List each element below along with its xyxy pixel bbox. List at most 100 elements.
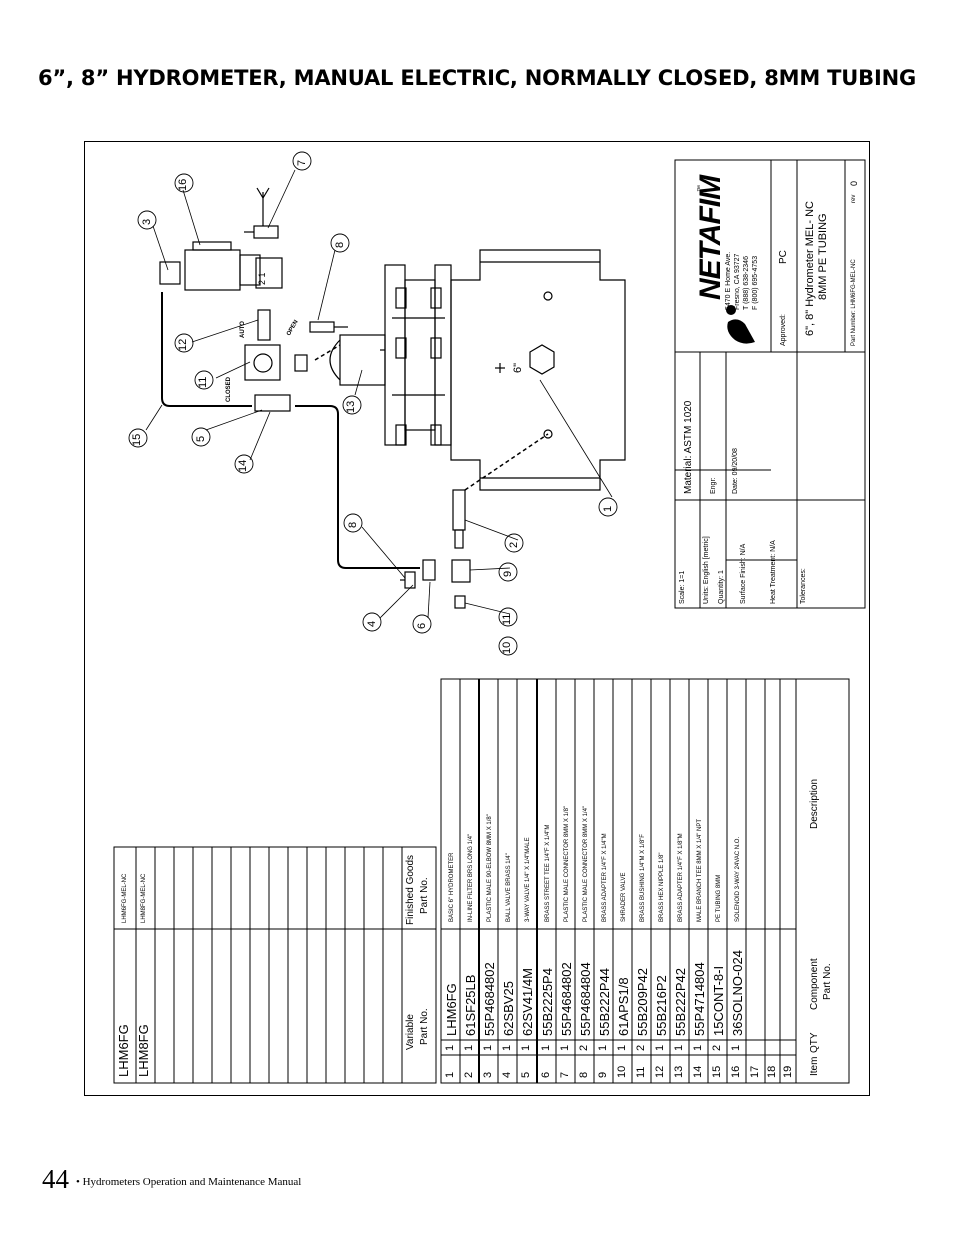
bom-table: [440, 678, 850, 1084]
approved-label: Approved:: [780, 314, 787, 346]
hydrometer-body: [329, 249, 626, 491]
bom-qty: 1: [520, 1044, 532, 1051]
closed-label: CLOSED: [226, 376, 232, 402]
bom-part-number: 55B2225P4: [540, 968, 555, 1036]
callout-5: 5: [195, 435, 207, 442]
finished-header-2: Part No.: [419, 877, 430, 914]
bom-part-number: 62SV41/4M: [520, 968, 535, 1036]
callout-11a: 11: [197, 376, 209, 388]
size-label: 6": [512, 362, 524, 373]
bom-item-number: 6: [540, 1071, 552, 1078]
callout-7: 7: [296, 159, 308, 166]
bom-qty: 2: [711, 1044, 723, 1051]
bom-qty: 1: [692, 1044, 704, 1051]
bom-qty: 1: [540, 1044, 552, 1051]
bom-qty: 1: [616, 1044, 628, 1051]
bom-description: MALE BRANCH TEE 8MM X 1/4" NPT: [697, 818, 703, 922]
pe-tubing: [161, 292, 420, 569]
bom-part-number: 61APS1/8: [616, 977, 631, 1036]
engr: Engr:: [710, 477, 717, 494]
bom-header-component-2: Part No.: [822, 963, 833, 1000]
bom-qty: 1: [597, 1044, 609, 1051]
bom-description: PLASTIC MALE 90-ELBOW 8MM X 1/8": [487, 814, 493, 922]
bom-qty: 2: [635, 1044, 647, 1051]
bom-qty: 1: [482, 1044, 494, 1051]
callout-3: 3: [141, 218, 153, 225]
bom-item-number: 16: [730, 1065, 742, 1078]
part-number-label: Part Number: LHM6FG-MEL-NC: [851, 259, 857, 346]
callout-15: 15: [131, 433, 143, 446]
callout-14: 14: [237, 459, 249, 472]
finished-header-1: Finished Goods: [405, 854, 416, 925]
bom-item-number: 14: [692, 1065, 704, 1078]
bom-qty: 2: [578, 1044, 590, 1051]
finished-row-1: LHM6FG-MEL-NC: [122, 873, 128, 923]
manual-name: • Hydrometers Operation and Maintenance …: [76, 1176, 302, 1188]
address-line-1: 5470 E Home Ave.: [725, 251, 732, 310]
variable-row-2: LHM8FG: [136, 1024, 151, 1077]
bom-part-number: 55B209P42: [635, 968, 650, 1036]
bom-item-number: 15: [711, 1065, 723, 1078]
netafim-brand: NETAFIM: [694, 175, 727, 300]
bom-part-number: 61SF25LB: [463, 974, 478, 1036]
bom-item-number: 4: [501, 1071, 513, 1078]
bom-item-number: 13: [673, 1065, 685, 1078]
bom-item-number: 9: [597, 1071, 609, 1078]
bom-item-number: 11: [635, 1066, 647, 1078]
callout-13: 13: [345, 400, 357, 413]
callout-1: 1: [602, 505, 614, 512]
variable-table: [113, 846, 437, 1084]
bom-part-number: 55B222P42: [673, 968, 688, 1036]
callout-4: 4: [366, 620, 378, 627]
address-line-4: F (800) 695-4753: [752, 255, 759, 310]
bom-description: PLASTIC MALE CONNECTOR 8MM X 1/4": [583, 805, 589, 922]
bom-description: BRASS ADAPTER 1/4"F X 1/8"M: [678, 833, 684, 922]
bom-item-number: 18: [766, 1065, 778, 1078]
page-number: 44: [42, 1164, 69, 1194]
page-title: 6”, 8” HYDROMETER, MANUAL ELECTRIC, NORM…: [38, 66, 916, 90]
variable-header-1: Variable: [405, 1014, 416, 1050]
bom-part-number: 55P4684802: [482, 962, 497, 1036]
rev-label: rev: [851, 194, 857, 203]
bom-description: IN-LINE FILTER BRS LONG 1/4": [468, 833, 474, 922]
scale: Scale: 1=1: [679, 570, 686, 604]
approved-initials: PC: [778, 250, 789, 264]
bom-header-description: Description: [809, 778, 820, 829]
material: Material: ASTM 1020: [683, 400, 694, 494]
callout-11b: 11: [501, 613, 513, 625]
heat-treatment: Heat Treatment: N/A: [770, 540, 777, 604]
bom-qty: 1: [654, 1044, 666, 1051]
bom-description: BRASS HEX NIPPLE 1/8": [659, 852, 665, 923]
bom-item-number: 8: [578, 1071, 590, 1078]
tolerances: Tolerances:: [800, 568, 807, 604]
surface-finish: Surface Finish: N/A: [740, 543, 747, 604]
bom-description: PLASTIC MALE CONNECTOR 8MM X 1/8": [564, 805, 570, 922]
bom-item-number: 7: [559, 1071, 571, 1078]
bom-qty: 1: [559, 1044, 571, 1051]
callout-16: 16: [177, 178, 189, 191]
bom-description: BRASS ADAPTER 1/4"F X 1/4"M: [602, 833, 608, 922]
solenoid-terminals: 2 1: [257, 272, 267, 285]
drawing-title-2: 8MM PE TUBING: [817, 213, 829, 300]
bom-description: SOLENOID 3-WAY 24VAC N.O.: [735, 836, 741, 922]
bom-header-item: Item: [809, 1056, 820, 1076]
callout-8a: 8: [334, 241, 346, 248]
callout-8b: 8: [347, 521, 359, 528]
date: Date: 09/20/08: [732, 448, 739, 494]
solenoid-assembly: [159, 187, 283, 291]
bom-qty: 1: [730, 1044, 742, 1051]
bom-part-number: 36SOLNO-024: [730, 950, 745, 1036]
bom-part-number: LHM6FG: [444, 983, 459, 1036]
variable-header-2: Part No.: [419, 1008, 430, 1045]
bom-item-number: 3: [482, 1071, 494, 1078]
bom-description: BRASS STREET TEE 1/4"F X 1/4"M: [545, 824, 551, 922]
manual-valve-block: [244, 309, 348, 412]
bom-item-number: 2: [463, 1071, 475, 1078]
callout-9: 9: [502, 570, 514, 577]
quantity: Quantity: 1: [718, 570, 725, 604]
bom-qty: 1: [501, 1044, 513, 1051]
bom-description: SHRADER VALVE: [621, 872, 627, 922]
bom-description: BRASS BUSHING 1/4"M X 1/8"F: [640, 834, 646, 922]
bom-qty: 1: [463, 1044, 475, 1051]
